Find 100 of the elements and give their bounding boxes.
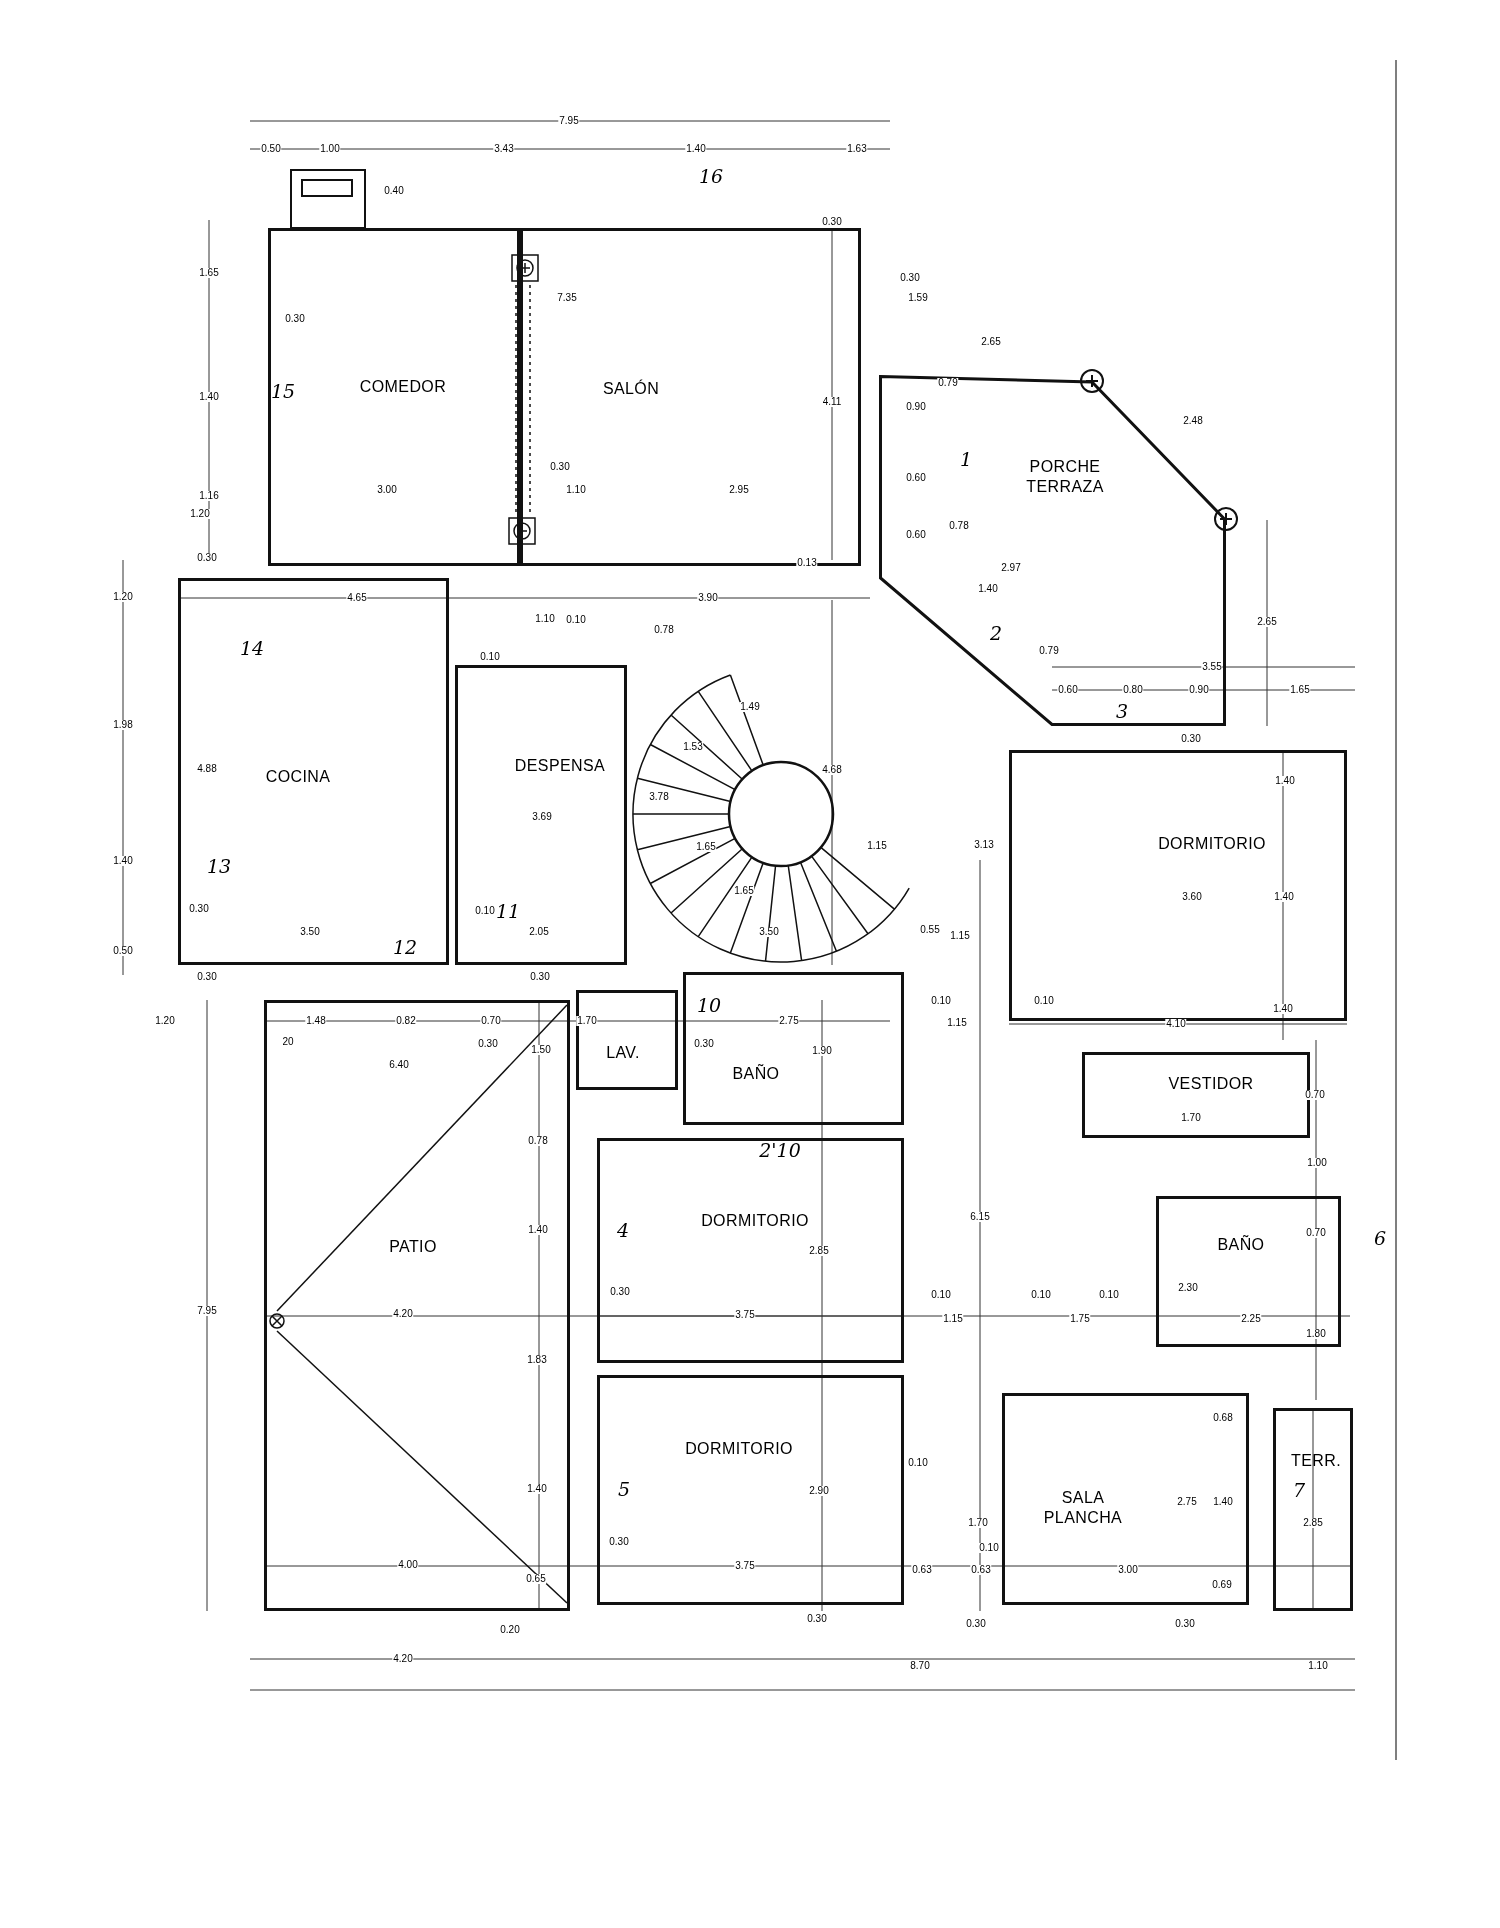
room-outline — [576, 990, 678, 1090]
dimension-label: 4.10 — [1165, 1019, 1187, 1029]
handwritten-number: 14 — [239, 638, 265, 658]
handwritten-number: 16 — [698, 166, 724, 186]
dimension-label: 0.10 — [1098, 1290, 1120, 1300]
room-name: PORCHE TERRAZA — [1025, 457, 1105, 497]
dimension-label: 1.59 — [907, 293, 929, 303]
dimension-label: 1.40 — [1272, 1004, 1294, 1014]
dimension-label: 1.90 — [811, 1046, 833, 1056]
dimension-label: 3.60 — [1181, 892, 1203, 902]
dimension-label: 0.40 — [383, 186, 405, 196]
dimension-label: 2.97 — [1000, 563, 1022, 573]
dimension-label: 0.78 — [527, 1136, 549, 1146]
dimension-label: 4.11 — [821, 397, 843, 407]
dimension-label: 0.10 — [1033, 996, 1055, 1006]
handwritten-number: 3 — [1115, 701, 1129, 721]
room-name: PATIO — [389, 1237, 437, 1257]
dimension-label: 0.70 — [480, 1016, 502, 1026]
room-outline — [268, 228, 520, 566]
dimension-label: 3.50 — [758, 927, 780, 937]
dimension-label: 0.55 — [919, 925, 941, 935]
dimension-label: 1.70 — [967, 1518, 989, 1528]
dimension-label: 0.30 — [549, 462, 571, 472]
dimension-label: 0.80 — [1122, 685, 1144, 695]
handwritten-number: 2'10 — [759, 1140, 801, 1160]
dimension-label: 0.60 — [1057, 685, 1079, 695]
dimension-label: 1.83 — [526, 1355, 548, 1365]
dimension-label: 2.95 — [728, 485, 750, 495]
dimension-label: 4.20 — [392, 1654, 414, 1664]
dimension-label: 1.15 — [942, 1314, 964, 1324]
dimension-label: 1.98 — [112, 720, 134, 730]
handwritten-number: 2 — [989, 623, 1003, 643]
dimension-label: 1.40 — [977, 584, 999, 594]
dimension-label: 1.16 — [198, 491, 220, 501]
room-name: COMEDOR — [359, 377, 447, 397]
dimension-label: 4.68 — [821, 765, 843, 775]
dimension-label: 1.15 — [866, 841, 888, 851]
room-name: DORMITORIO — [685, 1439, 793, 1459]
dimension-label: 2.85 — [808, 1246, 830, 1256]
room-name: BAÑO — [1217, 1235, 1265, 1255]
room-outline — [683, 972, 904, 1125]
dimension-label: 0.30 — [1180, 734, 1202, 744]
dimension-label: 1.49 — [739, 702, 761, 712]
dimension-label: 0.30 — [477, 1039, 499, 1049]
dimension-label: 1.50 — [530, 1045, 552, 1055]
dimension-label: 1.40 — [526, 1484, 548, 1494]
dimension-label: 0.70 — [1305, 1228, 1327, 1238]
dimension-label: 1.65 — [733, 886, 755, 896]
dimension-label: 0.60 — [905, 473, 927, 483]
room-outline — [1273, 1408, 1353, 1611]
dimension-label: 0.68 — [1212, 1413, 1234, 1423]
dimension-label: 1.10 — [1307, 1661, 1329, 1671]
dimension-label: 1.15 — [949, 931, 971, 941]
dimension-label: 3.00 — [1117, 1565, 1139, 1575]
dimension-label: 2.25 — [1240, 1314, 1262, 1324]
room-outline — [1002, 1393, 1249, 1605]
dimension-label: 0.10 — [474, 906, 496, 916]
dimension-label: 0.30 — [965, 1619, 987, 1629]
handwritten-number: 1 — [959, 449, 973, 469]
dimension-label: 0.79 — [1038, 646, 1060, 656]
dimension-label: 1.63 — [846, 144, 868, 154]
dimension-label: 1.53 — [682, 742, 704, 752]
handwritten-number: 10 — [696, 995, 722, 1015]
dimension-label: 0.30 — [899, 273, 921, 283]
dimension-label: 0.82 — [395, 1016, 417, 1026]
dimension-label: 4.88 — [196, 764, 218, 774]
dimension-label: 3.43 — [493, 144, 515, 154]
dimension-label: 3.78 — [648, 792, 670, 802]
dimension-label: 1.20 — [189, 509, 211, 519]
dimension-label: 1.00 — [1306, 1158, 1328, 1168]
dimension-label: 0.10 — [930, 996, 952, 1006]
dimension-label: 1.40 — [685, 144, 707, 154]
dimension-label: 7.35 — [556, 293, 578, 303]
room-name: VESTIDOR — [1168, 1074, 1254, 1094]
dimension-label: 3.90 — [697, 593, 719, 603]
dimension-label: 2.75 — [1176, 1497, 1198, 1507]
dimension-label: 4.20 — [392, 1309, 414, 1319]
handwritten-number: 5 — [617, 1479, 631, 1499]
dimension-label: 0.13 — [796, 558, 818, 568]
dimension-label: 1.40 — [198, 392, 220, 402]
dimension-label: 3.50 — [299, 927, 321, 937]
dimension-label: 0.30 — [196, 553, 218, 563]
dimension-label: 1.40 — [527, 1225, 549, 1235]
dimension-label: 1.48 — [305, 1016, 327, 1026]
dimension-label: 0.30 — [284, 314, 306, 324]
dimension-label: 6.15 — [969, 1212, 991, 1222]
dimension-label: 1.65 — [695, 842, 717, 852]
dimension-label: 1.20 — [112, 592, 134, 602]
dimension-label: 1.00 — [319, 144, 341, 154]
dimension-label: 0.60 — [905, 530, 927, 540]
dimension-label: 1.40 — [1273, 892, 1295, 902]
room-outline — [1156, 1196, 1341, 1347]
dimension-label: 7.95 — [558, 116, 580, 126]
dimension-label: 3.00 — [376, 485, 398, 495]
dimension-label: 1.40 — [1212, 1497, 1234, 1507]
dimension-label: 3.75 — [734, 1310, 756, 1320]
dimension-label: 0.50 — [112, 946, 134, 956]
room-name: DORMITORIO — [701, 1211, 809, 1231]
dimension-label: 2.65 — [980, 337, 1002, 347]
dimension-label: 1.75 — [1069, 1314, 1091, 1324]
